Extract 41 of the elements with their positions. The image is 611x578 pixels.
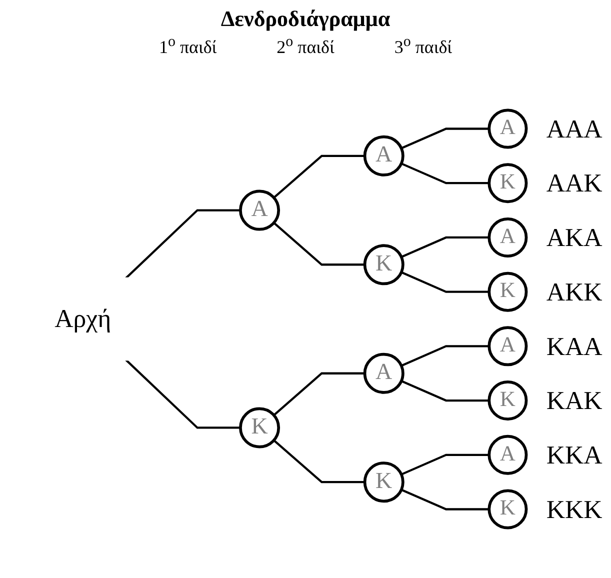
connector	[125, 359, 240, 429]
outcome-label: ΚΑΑ	[546, 332, 602, 361]
outcome-label: ΑΑΚ	[546, 168, 602, 198]
outcome-label: ΑΑΑ	[546, 114, 602, 144]
level-label: 1$^{ο}$ παιδί	[158, 34, 217, 58]
node-circle: Α	[363, 135, 404, 176]
connector	[400, 128, 490, 150]
connector	[400, 454, 490, 476]
connector	[400, 236, 490, 258]
node-circle: Κ	[488, 489, 528, 530]
node-circle: Κ	[363, 462, 404, 503]
connector	[273, 154, 365, 199]
node-circle: Α	[488, 217, 528, 258]
connector	[400, 271, 490, 293]
diagram-title: Δενδροδιάγραμμα	[220, 6, 390, 32]
connector	[273, 222, 365, 266]
outcome-label: ΑΚΚ	[546, 277, 602, 306]
node-circle: Κ	[239, 407, 280, 448]
outcome-label: ΚΚΑ	[546, 440, 602, 470]
level-label: 3$^{ο}$ παιδί	[394, 34, 452, 58]
connector	[400, 380, 490, 402]
connector	[273, 439, 365, 484]
node-circle: Α	[363, 352, 404, 394]
level-label: 2$^{ο}$ παιδί	[276, 34, 334, 58]
outcome-label: ΚΚΚ	[546, 494, 602, 524]
node-circle: Α	[488, 434, 528, 475]
connector	[273, 372, 365, 416]
node-circle: Κ	[363, 244, 404, 286]
node-circle: Α	[239, 190, 280, 231]
node-circle: Α	[488, 326, 528, 366]
connector	[400, 162, 490, 184]
node-circle: Κ	[488, 163, 528, 204]
node-circle: Α	[488, 108, 528, 149]
connector	[125, 209, 240, 279]
connector	[400, 345, 490, 367]
node-circle: Κ	[488, 380, 528, 421]
outcome-label: ΚΑΚ	[546, 386, 602, 416]
outcome-label: ΑΚΑ	[546, 223, 602, 252]
node-circle: Κ	[488, 272, 528, 312]
connector	[400, 488, 490, 510]
node-text: Αρχή	[54, 304, 112, 333]
